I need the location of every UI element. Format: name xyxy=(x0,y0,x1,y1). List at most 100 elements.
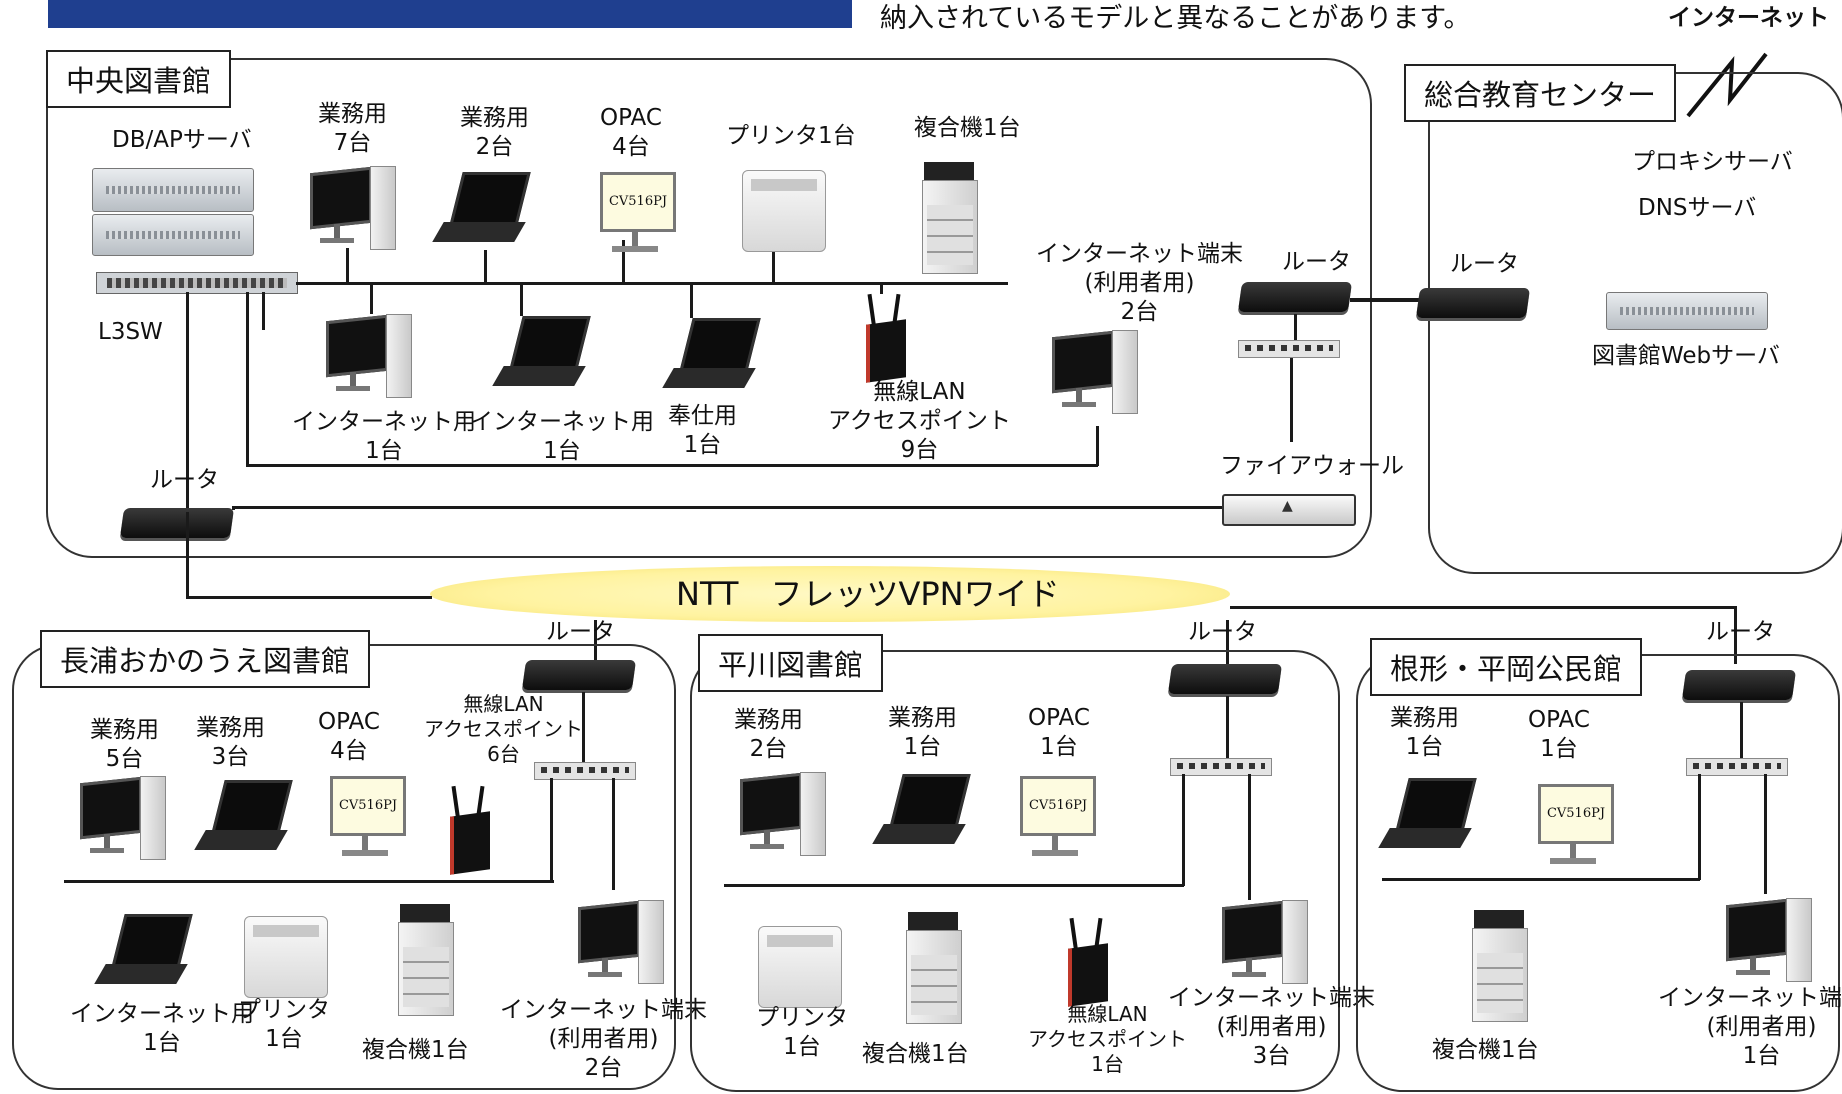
nagaura-ap-icon xyxy=(446,785,490,876)
nagaura-internet-laptop-icon xyxy=(94,914,196,994)
nagaura-printer-icon xyxy=(244,916,328,998)
link xyxy=(1734,606,1737,664)
nagaura-opac-icon: CV516PJ xyxy=(326,776,410,866)
nekata-laptop-icon xyxy=(1378,778,1480,858)
hirakawa-router-label: ルータ xyxy=(1188,619,1257,645)
nagaura-internet-terminal-icon xyxy=(578,900,668,990)
link xyxy=(550,778,553,882)
nagaura-router-icon xyxy=(521,660,637,690)
hirakawa-library-title: 平川図書館 xyxy=(698,634,884,692)
link xyxy=(186,292,189,512)
link xyxy=(622,240,625,282)
nekata-router-label: ルータ xyxy=(1706,619,1775,645)
nagaura-router-label: ルータ xyxy=(546,619,615,645)
link xyxy=(246,292,249,466)
hirakawa-opac-icon: CV516PJ xyxy=(1016,776,1100,866)
internet-terminal-label: インターネット端末(利用者用)2台 xyxy=(1036,241,1243,325)
link xyxy=(1226,620,1229,664)
link xyxy=(1290,358,1293,442)
link xyxy=(370,284,373,314)
web-server-label: 図書館Webサーバ xyxy=(1592,343,1780,369)
printer-icon xyxy=(742,170,826,252)
business-laptop-icon xyxy=(432,172,534,252)
link xyxy=(1698,774,1701,880)
router-top-icon xyxy=(1237,282,1353,312)
proxy-label: プロキシサーバ xyxy=(1632,149,1793,175)
header-bar xyxy=(48,0,852,28)
link xyxy=(186,596,432,599)
opac-terminal-icon: CV516PJ xyxy=(596,172,680,262)
nagaura-mfp-icon xyxy=(394,904,456,1020)
nekata-opac-icon: CV516PJ xyxy=(1534,784,1618,874)
hirakawa-hub-icon xyxy=(1170,758,1272,776)
nekata-bus xyxy=(1382,878,1700,881)
nagaura-hub-icon xyxy=(534,762,636,780)
link xyxy=(1226,696,1229,758)
internet-terminal-icon xyxy=(1052,330,1142,420)
vpn-cloud xyxy=(430,566,1230,622)
hub-icon xyxy=(1238,340,1340,358)
nekata-internet-terminal-icon xyxy=(1726,898,1816,988)
link xyxy=(582,692,585,762)
firewall-label: ファイアウォール xyxy=(1220,453,1404,479)
multifunction-printer-icon xyxy=(918,162,980,278)
db-server-icon-2 xyxy=(92,214,254,256)
link xyxy=(690,284,693,318)
link xyxy=(520,284,523,316)
db-server-label: DB/APサーバ xyxy=(112,127,252,153)
service-laptop-icon xyxy=(662,318,764,398)
internet-lightning-icon xyxy=(1686,52,1768,118)
hirakawa-desktop-icon xyxy=(740,772,830,862)
education-center-title: 総合教育センター xyxy=(1404,64,1677,122)
hirakawa-ap-icon xyxy=(1064,917,1108,1008)
nekata-router-icon xyxy=(1681,670,1797,700)
nekata-mfp-label: 複合機1台 xyxy=(1432,1037,1539,1063)
printer-label: プリンタ1台 xyxy=(726,123,856,149)
link xyxy=(186,512,189,598)
nekata-internet-terminal-label: インターネット端末(利用者用)1台 xyxy=(1658,985,1842,1069)
hirakawa-bus xyxy=(724,884,1184,887)
nekata-hall-title: 根形・平岡公民館 xyxy=(1370,638,1643,696)
center-router-icon xyxy=(1415,288,1531,318)
hirakawa-library-region xyxy=(690,650,1340,1092)
link xyxy=(484,250,487,282)
internet-desktop-icon xyxy=(326,314,416,404)
link xyxy=(1182,774,1185,886)
central-library-region xyxy=(46,58,1372,558)
l3-switch-icon xyxy=(96,272,298,294)
link xyxy=(1350,298,1468,302)
l3sw-label: L3SW xyxy=(98,319,163,345)
db-server-icon xyxy=(92,168,254,212)
hirakawa-mfp-label: 複合機1台 xyxy=(862,1041,969,1067)
link xyxy=(1764,774,1767,894)
hirakawa-mfp-icon xyxy=(902,912,964,1028)
link xyxy=(232,506,1222,509)
wireless-ap-icon xyxy=(862,293,906,384)
nekata-mfp-icon xyxy=(1468,910,1530,1026)
hirakawa-internet-terminal-label: インターネット端末(利用者用)3台 xyxy=(1168,985,1375,1069)
router-left-label: ルータ xyxy=(150,467,219,493)
link xyxy=(1096,426,1099,466)
nekata-hub-icon xyxy=(1686,758,1788,776)
nagaura-mfp-label: 複合機1台 xyxy=(362,1037,469,1063)
nagaura-desktop-icon xyxy=(80,776,170,866)
hirakawa-internet-terminal-icon xyxy=(1222,900,1312,990)
center-router-label: ルータ xyxy=(1450,251,1519,277)
central-library-title: 中央図書館 xyxy=(46,50,232,108)
dns-label: DNSサーバ xyxy=(1638,195,1757,221)
hirakawa-printer-icon xyxy=(758,926,842,1008)
link xyxy=(262,292,265,330)
